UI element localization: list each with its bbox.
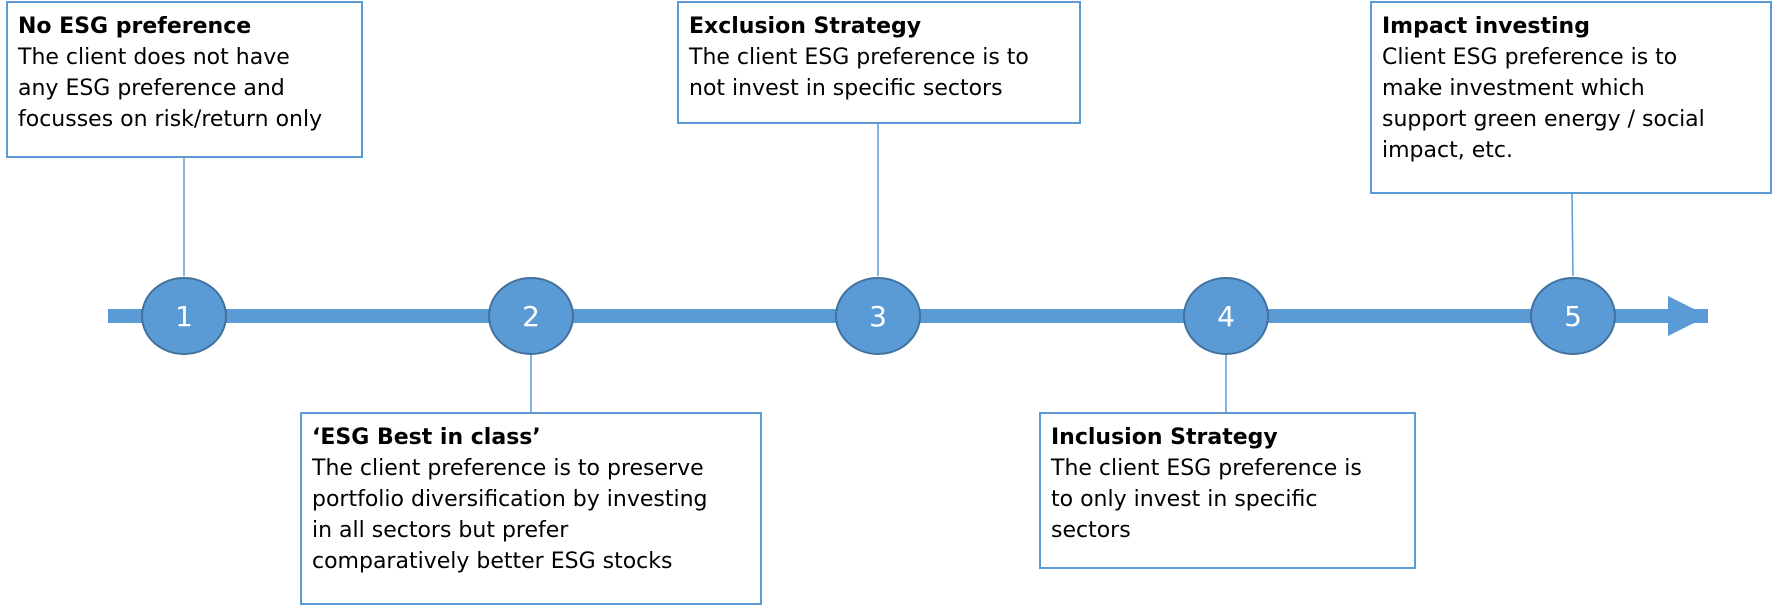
node-3: 3	[835, 277, 921, 355]
node-3-label: 3	[869, 300, 887, 333]
stage-5-box: Impact investing Client ESG preference i…	[1370, 1, 1772, 194]
stage-1-title: No ESG preference	[18, 14, 252, 39]
connector-stage-5	[1571, 193, 1574, 277]
node-1: 1	[141, 277, 227, 355]
stage-5-title: Impact investing	[1382, 14, 1590, 39]
stage-3-title: Exclusion Strategy	[689, 14, 922, 39]
node-2: 2	[488, 277, 574, 355]
node-1-label: 1	[175, 300, 193, 333]
stage-2-title: ‘ESG Best in class’	[312, 425, 541, 450]
stage-4-box: Inclusion Strategy The client ESG prefer…	[1039, 412, 1416, 569]
node-5: 5	[1530, 277, 1616, 355]
stage-3-description: The client ESG preference is to not inve…	[689, 45, 1029, 101]
node-2-label: 2	[522, 300, 540, 333]
stage-1-description: The client does not have any ESG prefere…	[18, 45, 323, 132]
stage-2-description: The client preference is to preserve por…	[312, 456, 708, 574]
stage-2-box: ‘ESG Best in class’ The client preferenc…	[300, 412, 762, 605]
node-5-label: 5	[1564, 300, 1582, 333]
timeline-arrowhead	[1668, 296, 1708, 336]
stage-4-description: The client ESG preference is to only inv…	[1051, 456, 1362, 543]
stage-4-title: Inclusion Strategy	[1051, 425, 1278, 450]
node-4: 4	[1183, 277, 1269, 355]
stage-3-box: Exclusion Strategy The client ESG prefer…	[677, 1, 1081, 124]
stage-1-box: No ESG preference The client does not ha…	[6, 1, 363, 158]
stage-5-description: Client ESG preference is to make investm…	[1382, 45, 1705, 163]
node-4-label: 4	[1217, 300, 1235, 333]
